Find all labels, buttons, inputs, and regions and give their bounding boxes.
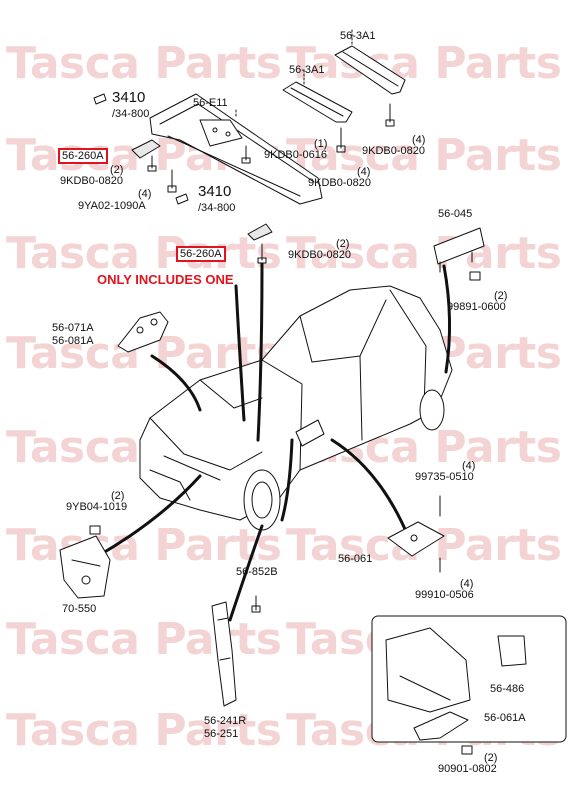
part-label: 99910-0506: [415, 589, 474, 601]
part-label: 9YB04-1019: [66, 501, 128, 513]
bracket-lower: [247, 223, 273, 241]
crossmember: [149, 93, 323, 205]
part-label: 90901-0802: [438, 763, 497, 775]
vehicle-outline: [139, 285, 453, 521]
bracket-56-045: [433, 227, 485, 265]
reference-icon: [175, 193, 189, 205]
ref-label: 3410: [112, 89, 146, 106]
part-label: 99735-0510: [415, 471, 474, 483]
part-label: 56-3A1: [340, 30, 376, 42]
qty-label: (2): [336, 238, 350, 250]
highlighted-part-label: 56-260A: [58, 148, 108, 164]
pad-56-061: [387, 521, 445, 557]
part-label: 56-241R: [204, 715, 247, 727]
bracket-upper: [131, 139, 161, 159]
qty-label: (4): [138, 188, 152, 200]
part-label: 9KDB0-0616: [264, 149, 327, 161]
cover-56-486: [497, 635, 527, 667]
part-label: 99891-0600: [447, 301, 506, 313]
qty-label: (2): [494, 290, 508, 302]
part-label: 56-081A: [52, 335, 94, 347]
part-label: 56-061A: [484, 712, 526, 724]
part-label: 56-852B: [236, 566, 278, 578]
qty-label: (2): [110, 164, 124, 176]
part-label: 56-E11: [193, 97, 228, 109]
part-label: 56-251: [204, 728, 239, 740]
part-label: 9YA02-1090A: [78, 200, 146, 212]
part-label: 56-045: [438, 208, 473, 220]
part-label: 9KDB0-0820: [362, 145, 425, 157]
qty-label: (4): [412, 134, 426, 146]
part-label: 56-061: [338, 553, 373, 565]
part-label: 70-550: [62, 603, 97, 615]
qty-label: (1): [314, 138, 328, 150]
ref-label: /34-800: [112, 108, 150, 120]
insulator-56-071A: [117, 311, 169, 353]
part-label: 9KDB0-0820: [288, 249, 351, 261]
part-label: 56-3A1: [289, 64, 325, 76]
part-label: 9KDB0-0820: [308, 177, 371, 189]
ref-label: /34-800: [198, 202, 236, 214]
inset-view: [371, 615, 567, 743]
reference-icon: [93, 93, 107, 105]
highlighted-part-label: 56-260A: [176, 246, 226, 262]
qty-label: (4): [462, 460, 476, 472]
qty-label: (2): [111, 490, 125, 502]
bracket-56-061A: [413, 711, 469, 741]
trim-56-241R: [211, 601, 237, 707]
part-label: 9KDB0-0820: [60, 175, 123, 187]
note-only-includes-one: ONLY INCLUDES ONE: [97, 272, 234, 287]
part-label: 56-486: [490, 683, 525, 695]
qty-label: (2): [484, 752, 498, 764]
ref-label: 3410: [198, 183, 232, 200]
qty-label: (4): [357, 166, 371, 178]
part-label: 56-071A: [52, 322, 94, 334]
bracket-70-550: [59, 535, 111, 599]
qty-label: (4): [460, 578, 474, 590]
